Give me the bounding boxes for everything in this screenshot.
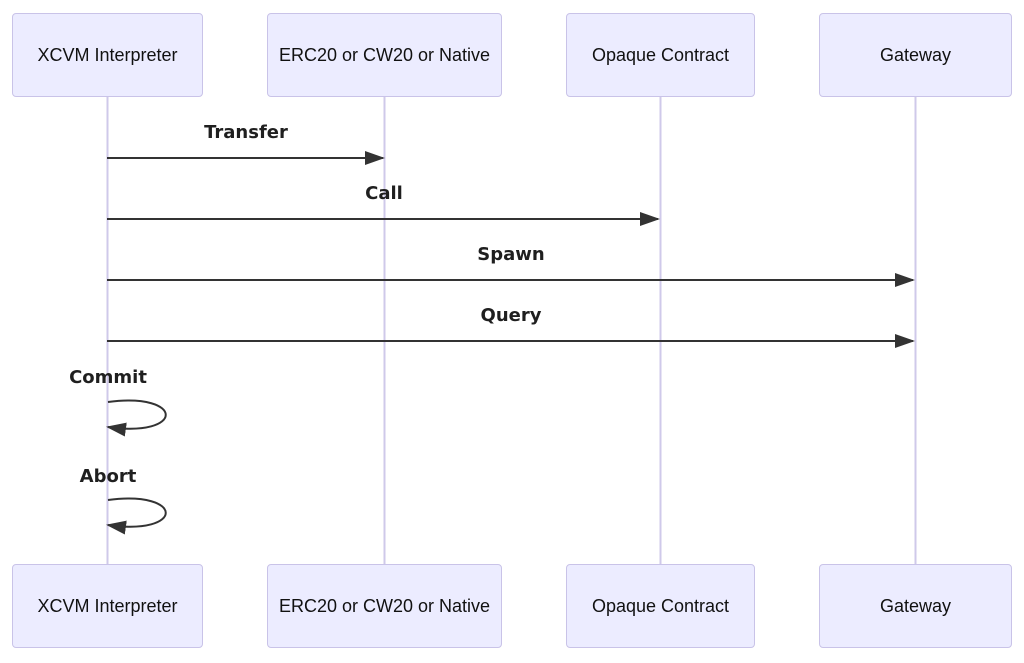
message-label-call: Call — [365, 183, 403, 204]
actor-label: Opaque Contract — [591, 44, 730, 65]
actor-label: Gateway — [879, 595, 952, 616]
actor-top-xcvm-interpreter: XCVM Interpreter — [12, 13, 203, 97]
message-arrow-abort-self-loop — [106, 497, 167, 535]
actor-bottom-erc20-cw20-native: ERC20 or CW20 or Native — [267, 564, 502, 648]
message-label-spawn: Spawn — [477, 244, 545, 265]
actor-label: ERC20 or CW20 or Native — [278, 595, 491, 616]
message-label-abort: Abort — [79, 466, 137, 487]
actor-label: XCVM Interpreter — [37, 44, 178, 65]
actor-top-erc20-cw20-native: ERC20 or CW20 or Native — [267, 13, 502, 97]
message-label-query: Query — [480, 305, 542, 326]
message-label-commit: Commit — [69, 367, 147, 388]
actor-bottom-xcvm-interpreter: XCVM Interpreter — [12, 564, 203, 648]
actor-label: XCVM Interpreter — [37, 595, 178, 616]
actor-top-gateway: Gateway — [819, 13, 1012, 97]
actor-label: Opaque Contract — [591, 595, 730, 616]
actor-bottom-opaque-contract: Opaque Contract — [566, 564, 755, 648]
message-label-transfer: Transfer — [204, 122, 288, 143]
actor-top-opaque-contract: Opaque Contract — [566, 13, 755, 97]
actor-bottom-gateway: Gateway — [819, 564, 1012, 648]
actor-label: Gateway — [879, 44, 952, 65]
message-arrow-commit-self-loop — [106, 399, 167, 437]
actor-label: ERC20 or CW20 or Native — [278, 44, 491, 65]
